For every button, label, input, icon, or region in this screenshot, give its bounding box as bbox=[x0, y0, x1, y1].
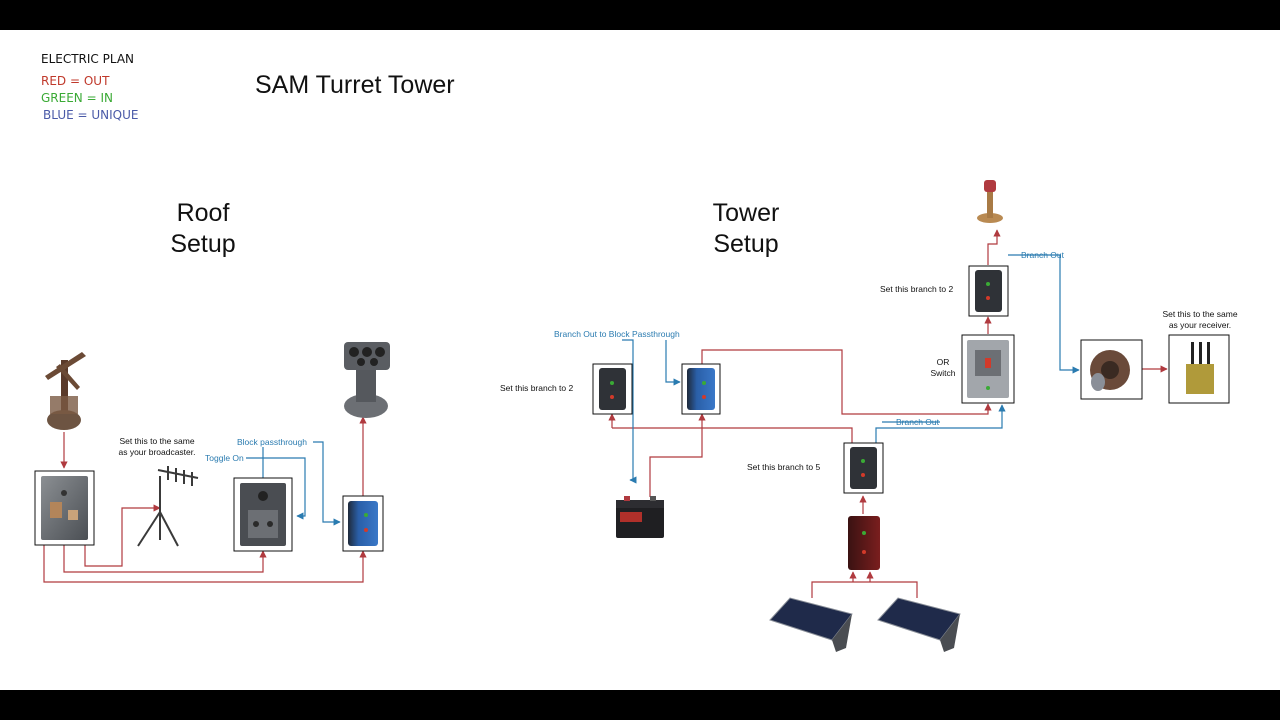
legend-red: RED = OUT bbox=[41, 74, 110, 88]
electrical-branch-top-icon bbox=[968, 265, 1009, 317]
red-wires bbox=[43, 229, 1168, 598]
or-switch-label: OR Switch bbox=[925, 357, 961, 379]
diagram-canvas bbox=[0, 30, 1280, 690]
wind-turbine-icon bbox=[45, 352, 86, 430]
letterbox-top bbox=[0, 0, 1280, 30]
rf-receiver-icon bbox=[1168, 334, 1230, 404]
root-combiner-icon bbox=[848, 516, 880, 570]
rf-broadcaster-icon bbox=[137, 466, 199, 547]
set-branch-2-top: Set this branch to 2 bbox=[880, 284, 954, 294]
electrical-branch-5-icon bbox=[843, 442, 884, 494]
or-label-line1: OR bbox=[936, 357, 950, 367]
branch-out-top-label: Branch Out bbox=[1021, 250, 1064, 260]
branch-block-label: Branch Out to Block Passthrough bbox=[554, 329, 680, 339]
hbhf-sensor-icon bbox=[1080, 339, 1143, 400]
siren-light-icon bbox=[977, 180, 1003, 223]
or-label-line2: Switch bbox=[930, 368, 956, 378]
electrical-branch-left-icon bbox=[592, 363, 633, 415]
receiver-note-line1: Set this to the same bbox=[1162, 309, 1238, 319]
tower-title-line1: Tower bbox=[712, 199, 780, 227]
roof-setup-title: Roof Setup bbox=[148, 198, 258, 260]
page-title: SAM Turret Tower bbox=[255, 71, 455, 99]
broadcaster-note: Set this to the same as your broadcaster… bbox=[107, 436, 207, 458]
solar-panel-right-icon bbox=[877, 597, 961, 652]
roof-title-line1: Roof bbox=[176, 199, 230, 227]
block-passthrough-label: Block passthrough bbox=[237, 437, 307, 447]
blue-wires bbox=[246, 254, 1080, 526]
electrical-box-icon bbox=[34, 470, 95, 546]
tower-title-line2: Setup bbox=[713, 230, 779, 258]
or-switch-icon bbox=[961, 334, 1015, 404]
legend-green: GREEN = IN bbox=[41, 91, 113, 105]
solar-panel-left-icon bbox=[769, 597, 853, 652]
set-branch-2-left: Set this branch to 2 bbox=[500, 383, 574, 393]
legend-heading: ELECTRIC PLAN bbox=[41, 52, 135, 66]
broadcaster-note-line1: Set this to the same bbox=[119, 436, 195, 446]
battery-icon bbox=[616, 496, 664, 538]
blocker-icon bbox=[342, 495, 384, 552]
letterbox-bottom bbox=[0, 690, 1280, 720]
sam-turret-icon bbox=[344, 342, 390, 418]
rf-receiver-box-icon bbox=[233, 477, 293, 552]
receiver-note: Set this to the same as your receiver. bbox=[1150, 309, 1250, 331]
tower-setup-title: Tower Setup bbox=[690, 198, 802, 260]
toggle-on-label: Toggle On bbox=[205, 453, 244, 463]
receiver-note-line2: as your receiver. bbox=[1168, 320, 1232, 330]
branch-out-mid-label: Branch Out bbox=[896, 417, 939, 427]
broadcaster-note-line2: as your broadcaster. bbox=[118, 447, 196, 457]
set-branch-5: Set this branch to 5 bbox=[747, 462, 821, 472]
roof-title-line2: Setup bbox=[170, 230, 236, 258]
legend-blue: BLUE = UNIQUE bbox=[43, 108, 139, 122]
tower-blocker-icon bbox=[681, 363, 721, 415]
